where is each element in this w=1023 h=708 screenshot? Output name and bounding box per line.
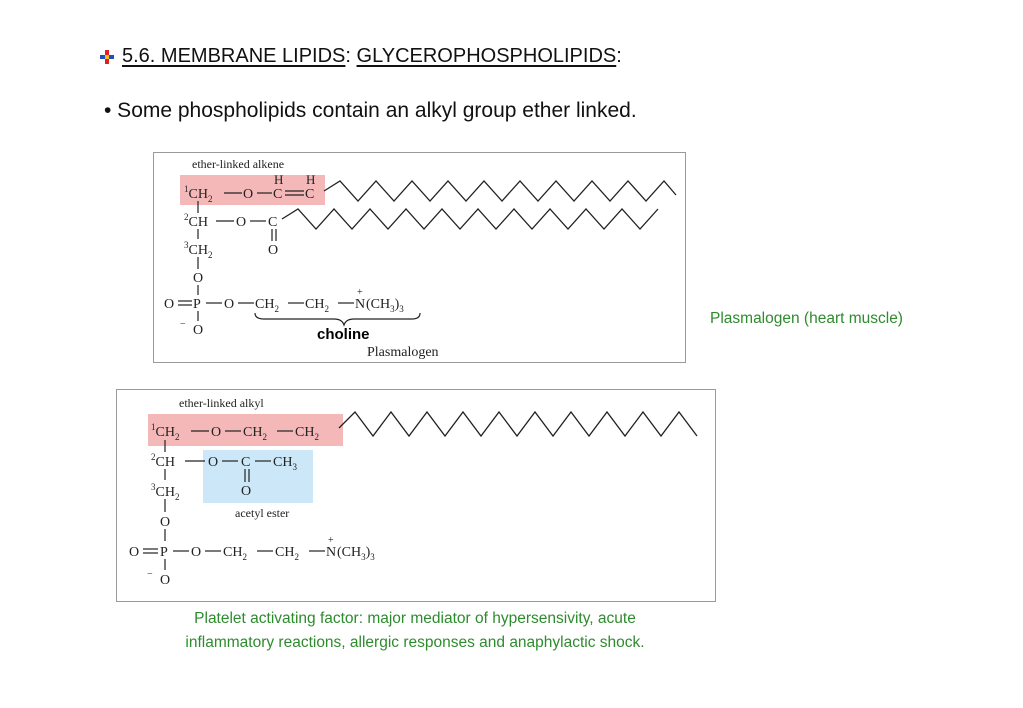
paf-o1-label: O <box>211 425 221 440</box>
plasmalogen-caption: Plasmalogen (heart muscle) <box>710 310 903 327</box>
paf-structure-panel: ether-linked alkyl 1CH2 O CH2 CH2 2CH O … <box>116 389 716 602</box>
paf-p-label: P <box>160 545 168 560</box>
o-double-label: O <box>164 297 174 312</box>
acetyl-highlight <box>203 450 313 503</box>
p-label: P <box>193 297 201 312</box>
h1-label: H <box>274 172 283 187</box>
paf-ch2-1: CH2 <box>243 425 267 442</box>
o3-label: O <box>193 271 203 286</box>
paf-caption-line1: Platelet activating factor: major mediat… <box>194 610 636 627</box>
paf-o2-label: O <box>208 455 218 470</box>
o-minus-label: O <box>193 323 203 338</box>
n-label: N <box>355 297 365 312</box>
paf-o3-label: O <box>160 515 170 530</box>
paf-ester-c: C <box>241 455 250 470</box>
paf-o-double: O <box>129 545 139 560</box>
paf-c1-label: 1CH2 <box>151 422 179 442</box>
c2-label: 2CH <box>184 212 208 230</box>
paf-ch2-b: CH2 <box>275 545 299 562</box>
choline-brace <box>254 312 421 327</box>
acyl-chain <box>281 208 659 230</box>
title-end: : <box>616 45 622 67</box>
alkene-chain <box>323 180 677 202</box>
paf-ch3: CH3 <box>273 455 297 472</box>
title-main: GLYCEROPHOSPHOLIPIDS <box>356 45 617 67</box>
paf-c2-label: 2CH <box>151 452 175 470</box>
paf-ester-o: O <box>241 484 251 499</box>
trimethyl-label: (CH3)3 <box>366 297 404 314</box>
alkene-c1: C <box>273 187 282 202</box>
slide-title: 5.6. MEMBRANE LIPIDS: GLYCEROPHOSPHOLIPI… <box>100 45 622 68</box>
o2-label: O <box>236 215 246 230</box>
paf-plus-charge: + <box>328 535 334 546</box>
o4-label: O <box>224 297 234 312</box>
ch2-b-label: CH2 <box>305 297 329 314</box>
paf-ch2-2: CH2 <box>295 425 319 442</box>
paf-structure: ether-linked alkyl 1CH2 O CH2 CH2 2CH O … <box>129 396 698 588</box>
bullet-point: • Some phospholipids contain an alkyl gr… <box>104 99 637 122</box>
bullet-arrows-icon <box>100 49 114 64</box>
paf-minus-charge: − <box>147 569 153 580</box>
title-sep: : <box>345 45 357 67</box>
plasmalogen-structure: ether-linked alkene 1CH2 O C H C H 2CH O… <box>164 157 677 360</box>
paf-ch2-a: CH2 <box>223 545 247 562</box>
title-prefix: 5.6. MEMBRANE LIPIDS <box>122 45 346 67</box>
paf-caption: Platelet activating factor: major mediat… <box>116 607 714 655</box>
alkyl-highlight <box>148 414 343 446</box>
plasmalogen-name-label: Plasmalogen <box>367 345 439 360</box>
c1-label: 1CH2 <box>184 184 212 204</box>
paf-n-label: N <box>326 545 336 560</box>
paf-trimethyl: (CH3)3 <box>337 545 375 562</box>
paf-c3-label: 3CH2 <box>151 482 179 502</box>
paf-o4-label: O <box>191 545 201 560</box>
paf-o-minus: O <box>160 573 170 588</box>
h2-label: H <box>306 172 315 187</box>
acetyl-ester-label: acetyl ester <box>235 506 289 520</box>
alkene-highlight <box>180 175 325 205</box>
paf-caption-line2: inflammatory reactions, allergic respons… <box>185 634 645 651</box>
choline-label: choline <box>317 326 370 343</box>
o1-label: O <box>243 187 253 202</box>
ester-o: O <box>268 243 278 258</box>
ether-linked-alkene-label: ether-linked alkene <box>192 157 284 171</box>
plus-charge: + <box>357 287 363 298</box>
minus-charge: − <box>180 319 186 330</box>
plasmalogen-structure-panel: ether-linked alkene 1CH2 O C H C H 2CH O… <box>153 152 686 363</box>
ester-c: C <box>268 215 277 230</box>
alkene-c2: C <box>305 187 314 202</box>
ether-linked-alkyl-label: ether-linked alkyl <box>179 396 264 410</box>
alkyl-chain <box>338 410 698 438</box>
c3-label: 3CH2 <box>184 240 212 260</box>
ch2-a-label: CH2 <box>255 297 279 314</box>
